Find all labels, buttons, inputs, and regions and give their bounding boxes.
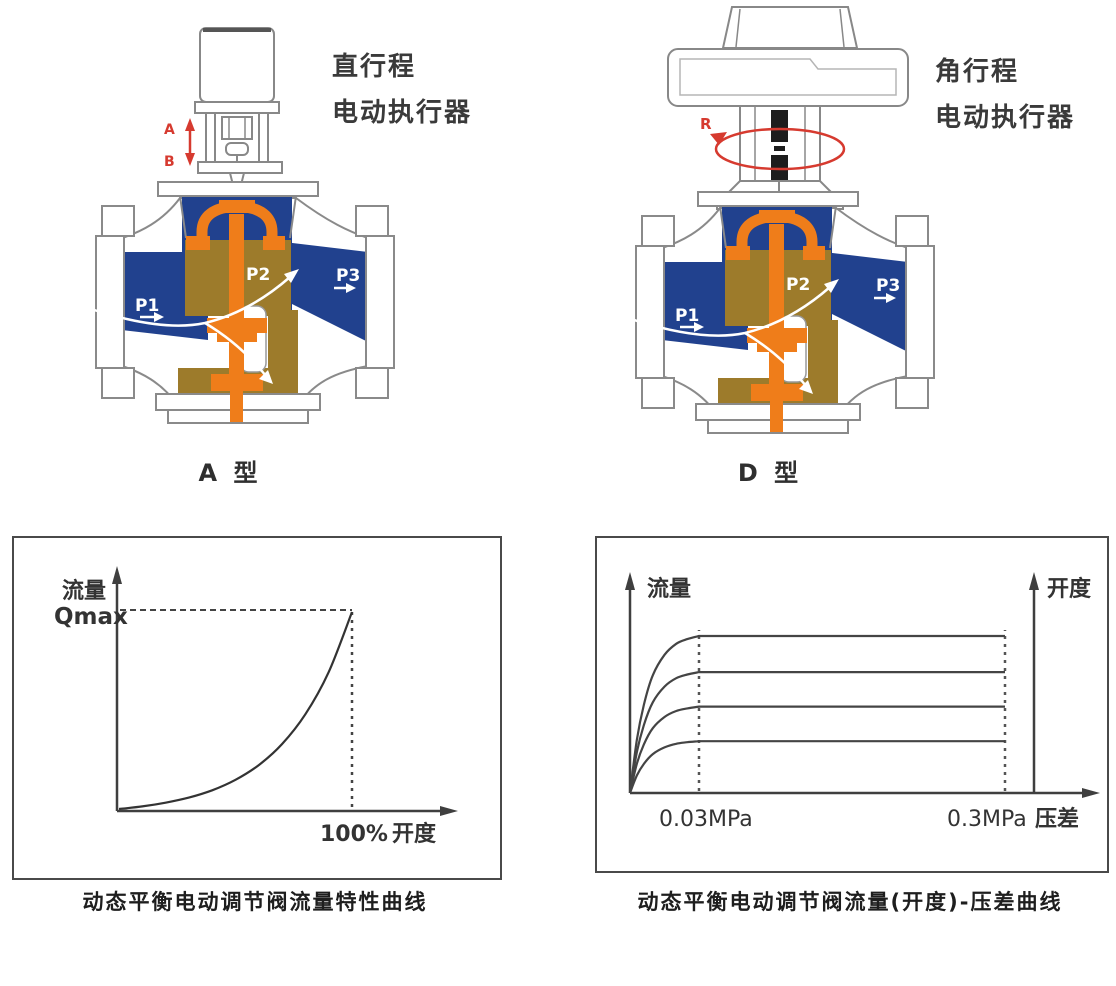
chart2-ylabel-left: 流量 — [647, 576, 691, 602]
valve-d-cross-section: P1 P2 P3 — [627, 191, 935, 434]
rotation-label: R — [700, 115, 712, 133]
stroke-down-label: B — [164, 154, 175, 170]
chart1-xtick-100: 100% — [320, 822, 388, 847]
flow-characteristic-chart-box: 流量 Qmax 100% 开度 — [12, 536, 502, 880]
chart1-xlabel: 开度 — [392, 821, 437, 847]
port-label-p3: P3 — [876, 276, 900, 296]
right-actuator-title-line1: 角行程 — [935, 57, 1020, 87]
flow-characteristic-caption: 动态平衡电动调节阀流量特性曲线 — [82, 890, 428, 914]
chart2-ylabel-right: 开度 — [1047, 576, 1092, 602]
right-actuator-title: 角行程 电动执行器 — [935, 49, 1075, 141]
port-label-p3: P3 — [336, 266, 360, 286]
left-actuator-title-line1: 直行程 — [332, 52, 417, 82]
chart2-xtick-03: 0.3MPa — [947, 807, 1027, 832]
rotary-actuator-drawing: R — [667, 6, 909, 210]
right-actuator-title-line2: 电动执行器 — [935, 103, 1076, 133]
chart1-ylabel: 流量 — [62, 578, 106, 604]
stroke-up-label: A — [164, 122, 175, 138]
linear-actuator-drawing: A B — [164, 27, 283, 186]
port-label-p1: P1 — [135, 296, 159, 316]
chart2-xlabel: 压差 — [1035, 806, 1079, 832]
pressure-diff-caption: 动态平衡电动调节阀流量(开度)-压差曲线 — [637, 890, 1063, 914]
port-label-p2: P2 — [246, 265, 270, 285]
pressure-diff-chart: 流量 开度 0.03MPa 0.3MPa 压差 — [625, 572, 1100, 832]
left-actuator-title: 直行程 电动执行器 — [332, 44, 472, 136]
valve-d-model-label: D 型 — [737, 459, 803, 487]
valve-a-model-label: A 型 — [198, 459, 262, 487]
left-actuator-title-line2: 电动执行器 — [332, 98, 473, 128]
valve-a-cross-section: P1 P2 P3 — [87, 181, 395, 424]
flow-characteristic-chart: 流量 Qmax 100% 开度 — [54, 566, 458, 847]
chart1-qmax-annotation: Qmax — [54, 604, 128, 630]
chart2-xtick-003: 0.03MPa — [659, 807, 753, 832]
pressure-diff-chart-box: 流量 开度 0.03MPa 0.3MPa 压差 — [595, 536, 1109, 873]
port-label-p2: P2 — [786, 275, 810, 295]
port-label-p1: P1 — [675, 306, 699, 326]
